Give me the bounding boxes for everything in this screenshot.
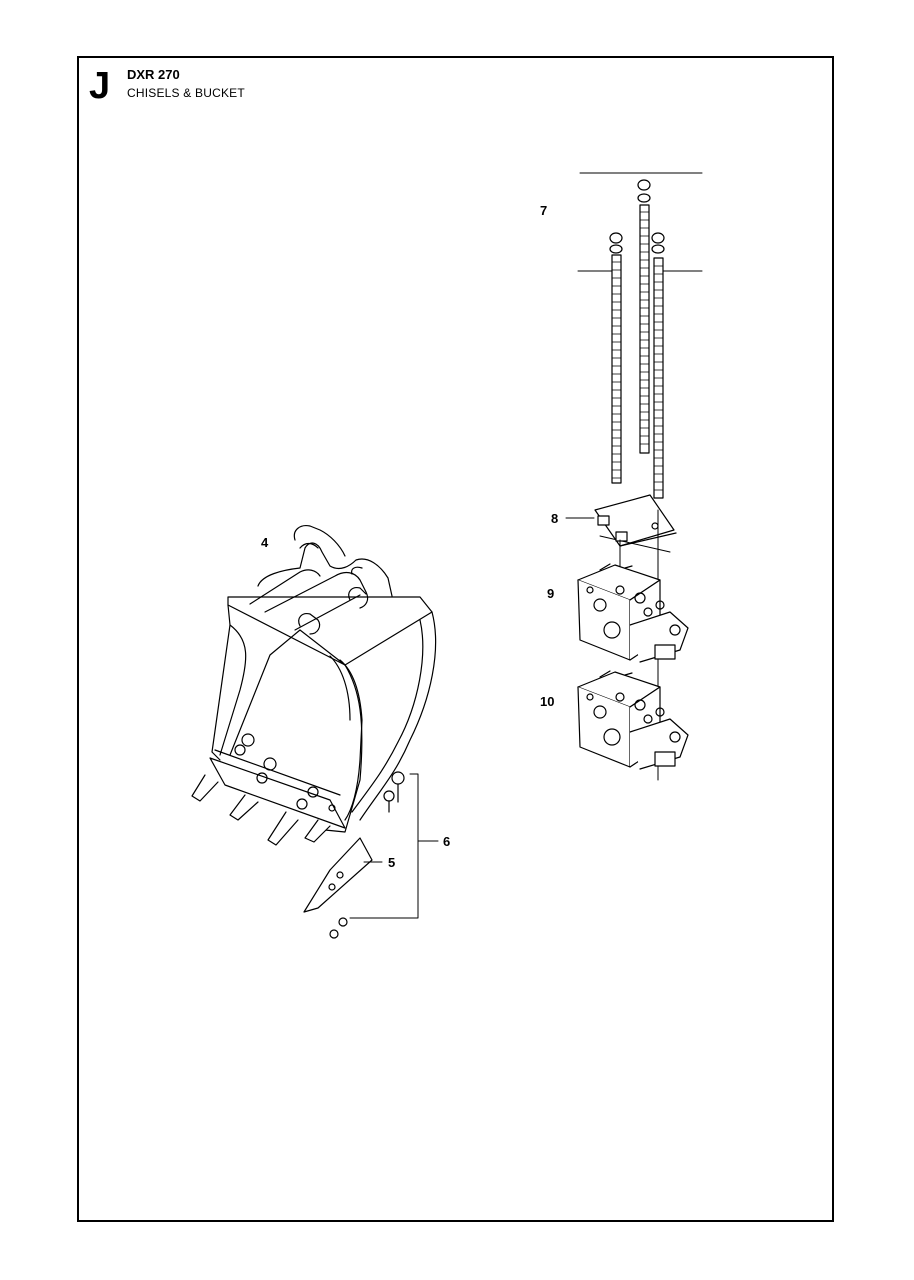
- tie-rods-drawing: [609, 179, 665, 499]
- callout-9: 9: [547, 586, 554, 601]
- side-cutter-drawing: [303, 837, 373, 939]
- bucket-drawing: [191, 525, 437, 846]
- page-frame: [77, 56, 834, 1222]
- valve-section-9-drawing: [577, 563, 689, 663]
- callout-4: 4: [261, 535, 269, 550]
- callout-8: 8: [551, 511, 558, 526]
- section-letter: J: [89, 65, 111, 107]
- callout-6: 6: [443, 834, 450, 849]
- spacer-plate-drawing: [565, 494, 677, 553]
- callout-7: 7: [540, 203, 547, 218]
- callout-10: 10: [540, 694, 554, 709]
- page-subtitle: CHISELS & BUCKET: [127, 86, 245, 100]
- valve-section-10-drawing: [577, 670, 689, 770]
- callout-5: 5: [388, 855, 395, 870]
- model-name: DXR 270: [127, 67, 180, 82]
